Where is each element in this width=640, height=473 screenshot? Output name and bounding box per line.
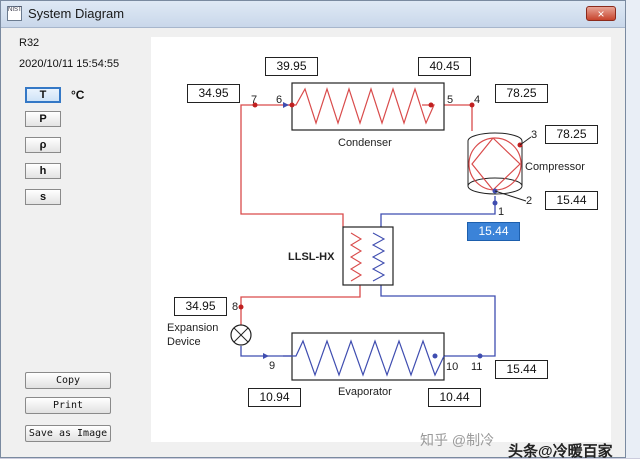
llsl-hot-coil xyxy=(349,232,363,282)
flow-arrow xyxy=(263,353,269,359)
expansion-device xyxy=(230,324,252,346)
point-6: 6 xyxy=(276,94,282,106)
app-icon: NIST xyxy=(7,6,22,21)
flow-arrow xyxy=(283,102,289,108)
evaporator-coil xyxy=(283,339,445,377)
print-button[interactable]: Print xyxy=(25,397,111,414)
llsl-hx-box xyxy=(342,226,394,286)
watermark: 知乎 @制冷 xyxy=(420,432,495,448)
copy-button[interactable]: Copy xyxy=(25,372,111,389)
state-points xyxy=(238,102,523,359)
condenser-box xyxy=(291,82,445,131)
diagram-canvas: 1 2 3 4 5 6 7 8 9 10 11 Condenser Compre… xyxy=(151,37,611,442)
watermark-2: 头条@冷暖百家 xyxy=(508,443,613,460)
condenser-left-value: 39.95 xyxy=(265,57,318,76)
timestamp-label: 2020/10/11 15:54:55 xyxy=(19,58,120,70)
point-2: 2 xyxy=(526,195,532,207)
callout-line xyxy=(494,190,527,202)
system-diagram-window: NIST System Diagram × R32 2020/10/11 15:… xyxy=(0,0,626,458)
temperature-button[interactable]: T xyxy=(25,87,61,103)
expansion-label-line2: Device xyxy=(167,336,201,348)
density-button[interactable]: ρ xyxy=(25,137,61,153)
window-title: System Diagram xyxy=(28,6,125,21)
evaporator-right-value: 10.44 xyxy=(428,388,481,407)
state1-value-input[interactable]: 15.44 xyxy=(467,222,520,241)
state8-value: 34.95 xyxy=(174,297,227,316)
refrigerant-label: R32 xyxy=(19,37,40,49)
compressor-label: Compressor xyxy=(525,161,585,173)
evaporator-label: Evaporator xyxy=(338,386,392,398)
condenser-right-value: 40.45 xyxy=(418,57,471,76)
point-4: 4 xyxy=(474,94,480,106)
unit-label: °C xyxy=(71,88,85,102)
point-9: 9 xyxy=(269,360,275,372)
status-bar xyxy=(0,458,640,473)
expansion-label-line1: Expansion xyxy=(167,322,218,334)
point-1: 1 xyxy=(498,206,504,218)
state2-value: 15.44 xyxy=(545,191,598,210)
point-5: 5 xyxy=(447,94,453,106)
state3-value: 78.25 xyxy=(545,125,598,144)
llsl-hx-label: LLSL-HX xyxy=(288,251,335,263)
point-3: 3 xyxy=(531,129,537,141)
condenser-coil xyxy=(283,87,435,125)
point-7: 7 xyxy=(251,94,257,106)
llsl-cold-coil xyxy=(371,232,386,282)
compressor xyxy=(467,132,523,195)
point-11: 11 xyxy=(471,361,482,373)
condenser-label: Condenser xyxy=(338,137,392,149)
evaporator-box xyxy=(291,332,445,381)
entropy-button[interactable]: s xyxy=(25,189,61,205)
callout-line xyxy=(519,136,532,146)
state7-value: 34.95 xyxy=(187,84,240,103)
title-bar[interactable]: NIST System Diagram × xyxy=(1,1,625,28)
state4-value: 78.25 xyxy=(495,84,548,103)
close-button[interactable]: × xyxy=(586,6,616,21)
system-diagram: 1 2 3 4 5 6 7 8 9 10 11 Condenser Compre… xyxy=(167,82,585,398)
enthalpy-button[interactable]: h xyxy=(25,163,61,179)
state11-value: 15.44 xyxy=(495,360,548,379)
evaporator-left-value: 10.94 xyxy=(248,388,301,407)
point-8: 8 xyxy=(232,301,238,313)
save-as-image-button[interactable]: Save as Image xyxy=(25,425,111,442)
pressure-button[interactable]: P xyxy=(25,111,61,127)
point-10: 10 xyxy=(446,361,458,373)
